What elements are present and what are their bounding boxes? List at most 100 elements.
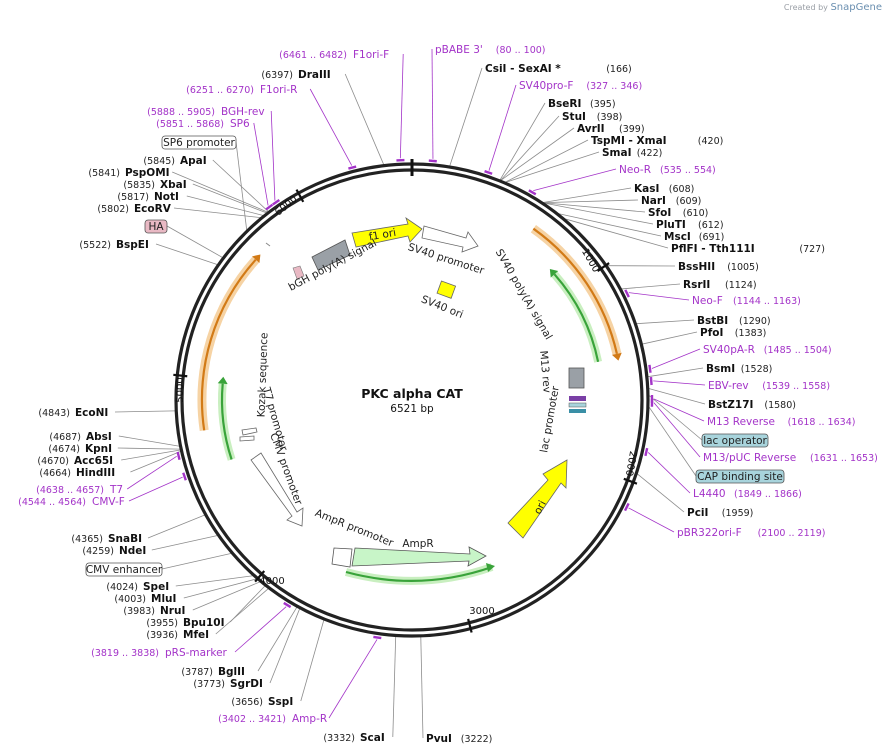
site-position-sspi: (3656): [231, 697, 263, 708]
site-position-msci: (691): [699, 232, 725, 243]
ampr-arrow: [351, 546, 487, 567]
primer-label-f1ori-r: F1ori-R: [260, 84, 297, 96]
primer-mark-pbabe-3: [428, 159, 437, 163]
enzyme-label-apai: ApaI: [180, 155, 207, 167]
primer-mark-l4440: [644, 447, 649, 457]
site-position-draiii: (6397): [261, 70, 293, 81]
site-position-ecorv: (5802): [97, 204, 129, 215]
snapgene-logo: SnapGene: [830, 2, 882, 13]
site-position-hindiii: (4664): [39, 468, 71, 479]
enzyme-label-pluti: PluTI: [656, 219, 686, 231]
leader-line-ha: [166, 225, 223, 258]
primer-leader-bgh-rev: [270, 110, 276, 201]
enzyme-label-bspei: BspEI: [116, 239, 149, 251]
lac-operator-mark: [568, 402, 587, 408]
leader-line-smai: [505, 151, 600, 183]
tick-mark-6000: [295, 189, 305, 203]
leader-line-pflfi: [564, 218, 669, 249]
site-position-econi: (4843): [38, 408, 70, 419]
enzyme-label-bsshii: BssHII: [678, 261, 715, 273]
feature-label-lac-operator: lac operator: [703, 435, 767, 447]
enzyme-label-mlui: MluI: [151, 593, 176, 605]
cap-site-mark: [569, 409, 586, 413]
site-position-mlui: (4003): [114, 594, 146, 605]
enzyme-label-bsmi: BsmI: [706, 363, 735, 375]
leader-line-nrui: [192, 581, 261, 611]
leader-line-pvui: [420, 636, 424, 739]
enzyme-label-hindiii: HindIII: [76, 467, 115, 479]
feature-label-ampr: AmpR: [402, 538, 433, 550]
tick-label-4000: 4000: [259, 576, 284, 587]
feature-label-sv40-ori: SV40 ori: [419, 293, 464, 321]
leader-line-lac-operator: [648, 395, 703, 441]
site-position-bglii: (3787): [181, 667, 213, 678]
primer-leader-sv40pa-r: [651, 348, 701, 369]
leader-line-econi: [114, 410, 176, 413]
site-position-apai: (5845): [143, 156, 175, 167]
enzyme-label-pspomi: PspOMI: [125, 167, 170, 179]
green-arc-bottom-arrow: [486, 563, 495, 572]
feature-label-cap-binding-site: CAP binding site: [697, 471, 783, 483]
leader-line-hindiii: [130, 450, 181, 473]
label-box-lac-operator: [701, 433, 769, 448]
primer-position-pbabe-3: (80 .. 100): [496, 45, 546, 56]
plasmid-length: 6521 bp: [390, 403, 434, 415]
site-position-mfei: (3936): [146, 630, 178, 641]
leader-line-tspmi: [505, 139, 589, 183]
orf-arc-right: [532, 227, 618, 355]
primer-leader-cmv-f: [128, 476, 183, 502]
feature-label-f1-ori: f1 ori: [368, 227, 397, 244]
primer-position-l4440: (1849 .. 1866): [734, 489, 802, 500]
leader-line-pcii: [636, 473, 685, 513]
enzyme-label-noti: NotI: [154, 191, 179, 203]
green-arc-left-arrow: [217, 376, 228, 385]
primer-label-f1ori-f: F1ori-F: [353, 49, 389, 61]
enzyme-label-scai: ScaI: [360, 732, 385, 744]
enzyme-label-smai: SmaI: [602, 147, 632, 159]
primer-label-ebv-rev: EBV-rev: [708, 380, 749, 392]
site-position-pspomi: (5841): [88, 168, 120, 179]
leader-line-bstz17i: [648, 388, 706, 405]
enzyme-label-sfoi: SfoI: [648, 207, 671, 219]
primer-position-m13-puc-reverse: (1631 .. 1653): [810, 453, 878, 464]
enzyme-label-pfoi: PfoI: [700, 327, 723, 339]
primer-position-amp-r: (3402 .. 3421): [218, 714, 286, 725]
primer-leader-t7: [126, 455, 177, 490]
enzyme-label-msci: MscI: [664, 231, 691, 243]
site-position-snabi: (4365): [71, 534, 103, 545]
primer-label-pbr322ori-f: pBR322ori-F: [677, 527, 742, 539]
leader-line-cmv-enhancer: [161, 553, 232, 570]
primer-leader-m13-puc-reverse: [653, 402, 701, 458]
primer-label-neo-r: Neo-R: [619, 164, 651, 176]
primer-position-neo-r: (535 .. 554): [660, 165, 716, 176]
plasmid-center-label: PKC alpha CAT 6521 bp: [361, 386, 463, 415]
primer-position-f1ori-f: (6461 .. 6482): [279, 50, 347, 61]
leader-line-bspei: [155, 243, 218, 265]
green-arc-right: [553, 273, 600, 363]
primer-mark-bgh-rev: [272, 198, 281, 206]
feature-label-ha: HA: [148, 221, 164, 233]
leader-line-noti: [186, 195, 264, 216]
orf-arc-left-arrow: [252, 254, 261, 264]
ha-tag-mark: [292, 265, 305, 280]
primer-position-ebv-rev: (1539 .. 1558): [762, 381, 830, 392]
enzyme-label-pcii: PciI: [687, 507, 708, 519]
orf-arc-right-arrow: [611, 352, 622, 361]
site-position-bspei: (5522): [79, 240, 111, 251]
primer-mark-ebv-rev: [649, 376, 653, 386]
label-box-cap-binding-site: [695, 469, 785, 484]
leader-line-bsmi: [647, 367, 704, 378]
site-labels: CsiI - SexAI *(166)BseRI(395)StuI(398)Av…: [18, 44, 878, 745]
site-position-bpu10i: (3955): [146, 618, 178, 629]
leader-line-bseri: [499, 102, 546, 181]
snapgene-watermark: Created by SnapGene: [783, 2, 882, 13]
leader-line-pfoi: [642, 331, 698, 345]
primer-position-f1ori-r: (6251 .. 6270): [186, 85, 254, 96]
leader-line-absi: [118, 435, 180, 447]
primer-leader-pbr322ori-f: [628, 507, 675, 533]
primer-mark-sv40pro-f: [484, 170, 493, 175]
primer-leader-l4440: [647, 452, 691, 494]
tick-label-3000: 3000: [469, 606, 494, 617]
leader-line-mfei: [215, 588, 269, 635]
leader-line-pluti: [543, 202, 654, 225]
